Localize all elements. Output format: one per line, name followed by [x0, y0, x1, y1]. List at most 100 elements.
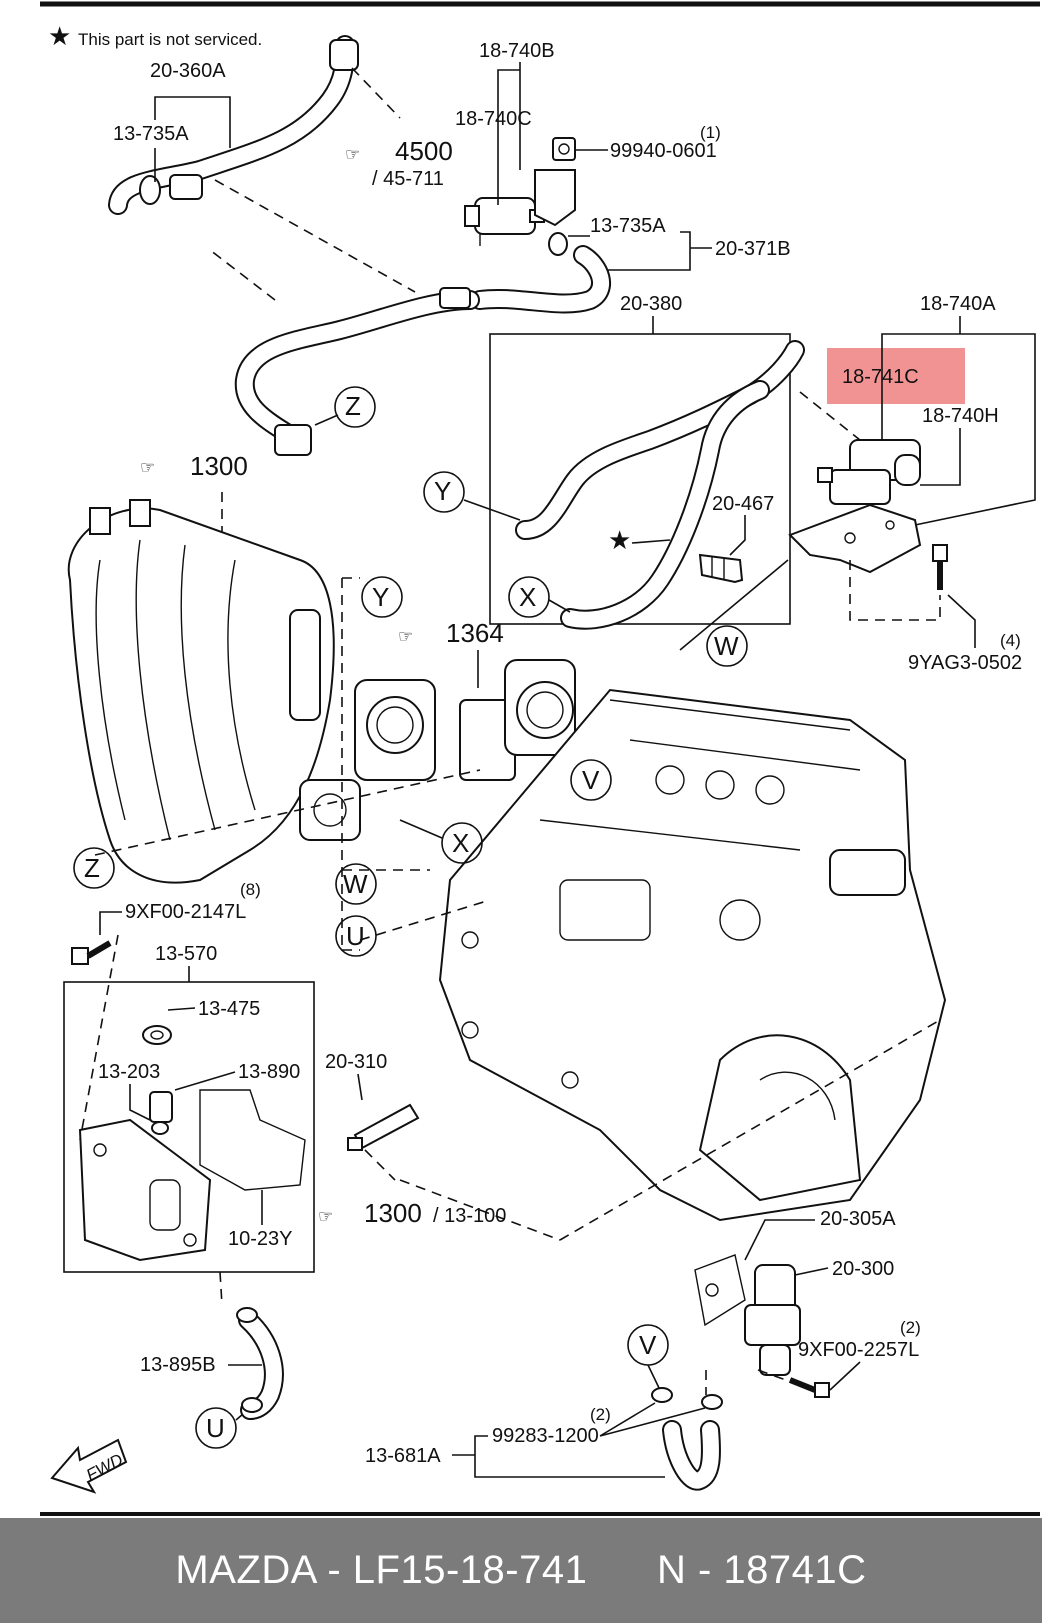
intake-manifold	[67, 499, 361, 884]
callout-w-box: W	[706, 625, 748, 667]
part-number-footer: MAZDA - LF15-18-741 N - 18741C	[0, 1518, 1042, 1623]
hose-13-895B	[236, 1307, 284, 1420]
ref-1300-b: 1300	[364, 1198, 422, 1228]
clamp-13-735A-top	[139, 175, 161, 205]
callout-x-box: X	[508, 576, 550, 618]
dash-bolt	[849, 560, 941, 621]
label-18-740A: 18-740A	[920, 293, 996, 315]
label-20-305A: 20-305A	[820, 1208, 896, 1230]
callout-v-mid: V	[570, 759, 612, 801]
label-20-310: 20-310	[325, 1051, 387, 1073]
bolt-9YAG3-0502	[932, 544, 948, 590]
fwd-arrow-icon: FWD	[50, 1438, 128, 1494]
leader-z-top	[314, 414, 339, 426]
label-18-741C: 18-741C	[842, 366, 919, 388]
dash-egr	[559, 1019, 941, 1241]
label-13-890: 13-890	[238, 1061, 300, 1083]
footer-text: MAZDA - LF15-18-741 N - 18741C	[175, 1548, 867, 1592]
callout-y-left: Y	[423, 471, 465, 513]
ref-13-100: / 13-100	[433, 1205, 506, 1227]
clamps-99283-1200	[651, 1387, 723, 1410]
leader-star	[631, 539, 671, 544]
dash-z-left	[94, 769, 481, 856]
callout-z-left: Z	[73, 847, 115, 889]
leader-13-681A	[452, 1435, 665, 1478]
hose-13-681A	[662, 1420, 721, 1491]
label-20-300: 20-300	[832, 1258, 894, 1280]
callout-x-mid: X	[441, 822, 483, 864]
egr-valve-20-300	[744, 1264, 801, 1376]
dash-bolt-egr	[757, 1369, 801, 1386]
svg-text:V: V	[639, 1330, 657, 1360]
throttle-body-1364	[459, 659, 576, 781]
label-20-467: 20-467	[712, 493, 774, 515]
leader-20-467	[729, 515, 746, 556]
hand-icon-1364: ☞	[398, 627, 413, 646]
leader-99283-1200	[599, 1402, 706, 1437]
svg-text:X: X	[519, 582, 536, 612]
callout-v-bottom: V	[627, 1324, 669, 1366]
bracket-18-740B	[534, 169, 576, 227]
nut-99940-0601	[552, 137, 576, 161]
hand-icon-1300-b: ☞	[318, 1207, 333, 1226]
bolt-9XF00-2147L	[71, 940, 112, 965]
ref-1300-a: 1300	[190, 451, 248, 481]
leader-20-300	[794, 1267, 829, 1276]
dash-u-left	[359, 899, 491, 941]
qty-99940-0601: (1)	[700, 123, 721, 142]
bracket-18-740A	[788, 503, 922, 574]
svg-text:X: X	[452, 828, 469, 858]
gasket-20-305A	[694, 1254, 746, 1327]
callout-u-left: U	[335, 915, 377, 957]
leader-w-box	[679, 559, 789, 651]
dash-13-895B	[219, 1271, 223, 1306]
hand-icon-4500: ☞	[345, 145, 360, 164]
footer-brand: MAZDA	[175, 1548, 316, 1592]
leader-9XF00-2147L	[99, 911, 122, 935]
leader-20-360A	[154, 96, 231, 148]
svg-text:Y: Y	[372, 582, 389, 612]
label-9YAG3-0502: 9YAG3-0502	[908, 652, 1022, 674]
leader-20-310	[357, 1073, 363, 1101]
dash-egr-left	[399, 1179, 561, 1241]
clip-20-467	[698, 553, 744, 584]
star-not-serviced-icon: ★	[608, 525, 631, 555]
label-13-895B: 13-895B	[140, 1354, 216, 1376]
svg-text:W: W	[714, 631, 739, 661]
svg-text:W: W	[343, 869, 368, 899]
leader-13-475	[167, 1007, 196, 1011]
bolt-9XF00-2257L	[788, 1377, 830, 1398]
leader-13-890	[174, 1071, 236, 1091]
dash-20-310	[364, 1149, 396, 1181]
footer-part-number: LF15-18-741	[352, 1548, 588, 1592]
dash-18-741C	[799, 391, 861, 441]
box-20-380	[489, 333, 791, 625]
label-18-740B: 18-740B	[479, 40, 555, 62]
hose-to-z	[234, 287, 480, 456]
qty-9XF00-2257L: (2)	[900, 1318, 921, 1337]
dash-to-4500	[351, 67, 401, 119]
leader-x-mid	[399, 819, 443, 839]
svg-text:V: V	[582, 765, 600, 795]
callout-z-top: Z	[334, 386, 376, 428]
label-99283-1200: 99283-1200	[492, 1425, 599, 1447]
engine-block	[438, 688, 947, 1222]
leader-y-left	[463, 499, 521, 521]
highlight-18-741C	[827, 348, 965, 404]
leader-20-371B	[608, 231, 712, 271]
dash-hose-mid	[209, 249, 276, 301]
ref-1364: 1364	[446, 618, 504, 648]
ref-4500: 4500	[395, 136, 453, 166]
leader-9XF00-2257L	[829, 1361, 861, 1391]
svg-text:U: U	[346, 921, 365, 951]
not-serviced-note: This part is not serviced.	[78, 30, 262, 49]
qty-9XF00-2147L: (8)	[240, 880, 261, 899]
label-13-681A: 13-681A	[365, 1445, 441, 1467]
footer-ref: N - 18741C	[657, 1548, 867, 1592]
svg-text:U: U	[206, 1413, 225, 1443]
leader-9YAG3-0502	[947, 594, 976, 648]
label-20-360A: 20-360A	[150, 60, 226, 82]
clamp-13-735A-mid	[548, 232, 568, 256]
svg-text:Z: Z	[345, 391, 361, 421]
